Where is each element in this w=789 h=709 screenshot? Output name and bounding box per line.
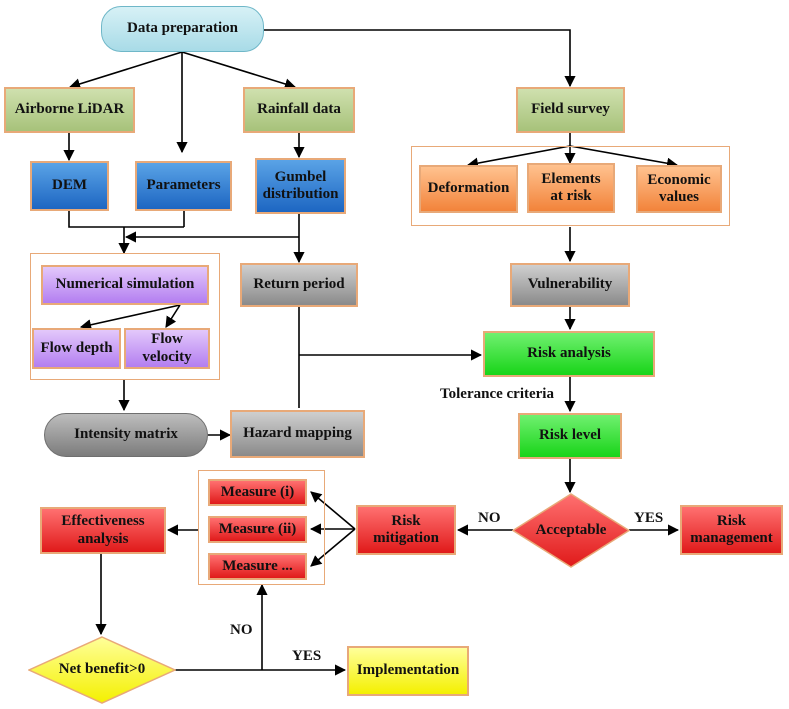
arrow-survey-to-economic xyxy=(569,145,679,169)
flow-velocity-label: Flow velocity xyxy=(142,331,192,365)
intensity-matrix-label: Intensity matrix xyxy=(74,426,178,443)
implementation-node: Implementation xyxy=(347,646,469,696)
field-survey-label: Field survey xyxy=(531,101,610,118)
arrow-sim-to-depth xyxy=(79,304,181,331)
acceptable-label: Acceptable xyxy=(535,521,607,538)
measure-i-node: Measure (i) xyxy=(208,479,307,506)
elements-at-risk-label: Elements at risk xyxy=(541,170,601,204)
risk-level-label: Risk level xyxy=(538,427,602,444)
measure-ii-node: Measure (ii) xyxy=(208,516,307,543)
data-preparation-node: Data preparation xyxy=(101,6,264,52)
hazard-mapping-node: Hazard mapping xyxy=(230,410,365,458)
risk-analysis-label: Risk analysis xyxy=(527,345,611,362)
vulnerability-label: Vulnerability xyxy=(527,276,613,293)
measure-more-label: Measure ... xyxy=(222,557,293,574)
acceptable-diamond-shape xyxy=(512,493,630,568)
tolerance-criteria-label: Tolerance criteria xyxy=(440,386,554,402)
measure-i-label: Measure (i) xyxy=(220,483,295,500)
intensity-matrix-node: Intensity matrix xyxy=(44,413,208,457)
measure-more-node: Measure ... xyxy=(208,553,307,580)
measures-frame xyxy=(198,470,325,585)
line-dem-merge xyxy=(68,211,124,228)
parameters-label: Parameters xyxy=(146,177,221,194)
dem-node: DEM xyxy=(30,161,109,211)
economic-values-label: Economic values xyxy=(647,171,711,205)
yes-label-benefit: YES xyxy=(292,648,322,664)
risk-analysis-node: Risk analysis xyxy=(483,331,655,377)
flow-velocity-node: Flow velocity xyxy=(124,328,210,369)
acceptable-decision: Acceptable xyxy=(512,493,630,568)
measure-ii-label: Measure (ii) xyxy=(218,520,297,537)
airborne-lidar-node: Airborne LiDAR xyxy=(4,87,135,133)
arrow-mitigation-to-measure-more xyxy=(310,528,356,567)
return-period-node: Return period xyxy=(240,263,358,307)
flow-depth-label: Flow depth xyxy=(40,339,113,356)
rainfall-data-node: Rainfall data xyxy=(243,87,355,133)
risk-management-label: Risk management xyxy=(690,512,773,546)
return-period-label: Return period xyxy=(253,276,345,293)
arrow-prep-to-rainfall xyxy=(181,51,297,90)
simulation-frame xyxy=(30,253,220,380)
parameters-node: Parameters xyxy=(135,161,232,211)
airborne-lidar-label: Airborne LiDAR xyxy=(14,101,125,118)
field-survey-node: Field survey xyxy=(516,87,625,133)
gumbel-distribution-label: Gumbel distribution xyxy=(262,168,339,202)
elements-at-risk-node: Elements at risk xyxy=(527,163,615,213)
field-survey-frame xyxy=(411,146,730,226)
risk-level-node: Risk level xyxy=(518,413,622,459)
yes-label-acceptable: YES xyxy=(634,510,664,526)
net-benefit-diamond-shape xyxy=(28,636,176,704)
arrow-prep-to-lidar xyxy=(68,51,183,90)
vulnerability-node: Vulnerability xyxy=(510,263,630,307)
effectiveness-analysis-node: Effectiveness analysis xyxy=(40,507,166,554)
risk-mitigation-node: Risk mitigation xyxy=(356,505,456,555)
numerical-simulation-node: Numerical simulation xyxy=(41,265,209,305)
net-benefit-label: Net benefit>0 xyxy=(58,661,146,678)
arrow-sim-to-velocity xyxy=(165,304,181,328)
no-label-acceptable: NO xyxy=(478,510,501,526)
numerical-simulation-label: Numerical simulation xyxy=(55,276,195,293)
no-label-benefit: NO xyxy=(230,622,253,638)
risk-mitigation-label: Risk mitigation xyxy=(373,512,439,546)
deformation-label: Deformation xyxy=(427,180,510,197)
rainfall-data-label: Rainfall data xyxy=(257,101,341,118)
risk-management-node: Risk management xyxy=(680,505,783,555)
arrow-prep-to-field-survey xyxy=(264,29,576,88)
flow-depth-node: Flow depth xyxy=(32,328,121,369)
dem-label: DEM xyxy=(52,177,87,194)
hazard-mapping-label: Hazard mapping xyxy=(243,425,352,442)
gumbel-distribution-node: Gumbel distribution xyxy=(255,158,346,214)
data-preparation-label: Data preparation xyxy=(127,20,238,37)
arrow-mitigation-to-measure-i xyxy=(310,491,356,530)
economic-values-node: Economic values xyxy=(636,165,722,213)
net-benefit-decision: Net benefit>0 xyxy=(28,636,176,704)
deformation-node: Deformation xyxy=(419,165,518,213)
effectiveness-analysis-label: Effectiveness analysis xyxy=(61,513,145,547)
arrow-survey-to-deformation xyxy=(466,145,571,169)
implementation-label: Implementation xyxy=(356,662,460,679)
